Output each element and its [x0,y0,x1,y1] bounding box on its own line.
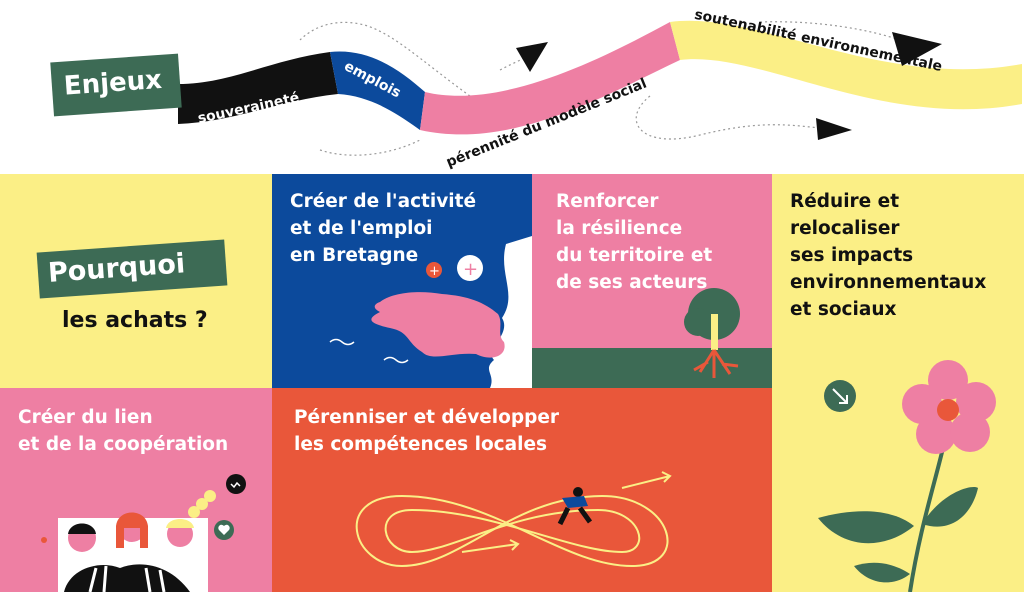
panel-lien-cooperation: Créer du lien et de la coopération [0,388,272,592]
hair-curl [188,506,200,518]
ribbon-segment-yellow [670,20,1022,110]
banner-title: Enjeux [62,64,163,102]
ribbon-banner: souveraineté emplois pérennité du modèle… [178,7,1022,170]
runner-head [573,487,583,497]
runner-legs [557,506,593,526]
panel-competences: Pérenniser et développer les compétences… [272,388,772,592]
question-highlight: Pourquoi [47,248,187,289]
question-rest: les achats ? [62,308,208,333]
plus-large-icon [457,255,483,281]
leaf [818,511,914,544]
flower-petal [950,412,990,452]
tree-roots [693,349,739,378]
flower-petal [916,414,956,454]
flower-illustration [818,360,996,592]
flower-petal [956,382,996,422]
dotted-trail [319,139,421,156]
heart-glyph [218,524,230,535]
body-stripes [88,565,166,592]
ground-strip [532,348,772,388]
plus-large-glyph: + [463,259,478,280]
arrow-icon [516,42,548,72]
infinity-loop [355,494,669,568]
dotted-trail [635,95,821,140]
runner-torso [562,496,588,508]
tree-roots-illustration [532,288,772,388]
person-hair [116,512,148,548]
panel-competences-text: Pérenniser et développer les compétences… [294,407,560,455]
infinity-loop-inner [384,508,641,554]
panel-resilience-text: Renforcer la résilience du territoire et… [556,191,713,293]
arrow-down-right-glyph [832,388,848,404]
flower-petal [928,360,968,400]
banner-title-tag: Enjeux [50,53,182,117]
infinity-runner-illustration [355,471,672,568]
plus-small-icon [426,262,442,278]
arrow-icon [892,32,942,66]
arrow-icon [816,118,852,140]
leaf [854,562,910,583]
wave-icon [383,356,409,364]
flower-petal [902,384,942,424]
panel-resilience: Renforcer la résilience du territoire et… [532,174,772,388]
panel-impacts-text: Réduire et relocaliser ses impacts envir… [790,191,987,320]
tree-crown [684,308,712,336]
plus-small-glyph: + [429,264,440,279]
question-highlight-tag: Pourquoi [36,239,228,299]
question-panel: Pourquoi les achats ? [0,174,272,388]
hair-curl [196,498,208,510]
panel-impacts: Réduire et relocaliser ses impacts envir… [772,174,1024,592]
person-hair [166,519,194,528]
person-hair [68,523,96,534]
chat-bubble-glyph [230,481,241,489]
people-illustration [41,474,246,592]
bretagne-map-illustration: + + [329,236,532,388]
ribbon-segment-pink [420,22,680,135]
wave-icon [329,338,355,346]
tree-trunk [711,314,718,350]
panel-lien-text: Créer du lien et de la coopération [18,407,229,455]
panel-activite-text: Créer de l'activité et de l'emploi en Br… [290,191,477,266]
hair-curl [204,490,216,502]
dot-icon [41,537,47,543]
panel-activite-emploi: Créer de l'activité et de l'emploi en Br… [272,174,532,388]
arrow-right-icon [461,539,520,553]
bretagne-map-shape [371,292,505,358]
flower-center [937,399,959,421]
dotted-trail [759,21,901,41]
arrow-right-icon [621,471,672,489]
ribbon-segment-black [178,52,338,124]
leaf [922,487,978,527]
ribbon-segment-blue [330,51,425,130]
